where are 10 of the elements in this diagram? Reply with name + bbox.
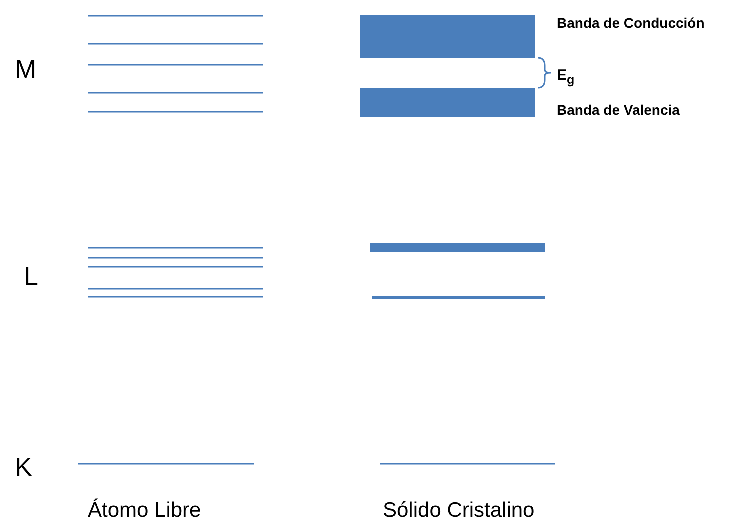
energy-band [360, 15, 535, 58]
column-label: Sólido Cristalino [383, 500, 535, 521]
band-label: Banda de Valencia [557, 103, 680, 117]
column-label: Átomo Libre [88, 500, 202, 521]
energy-shell-label: K [15, 454, 32, 480]
energy-shell-label: L [24, 263, 38, 289]
energy-shell-label: M [15, 56, 37, 82]
energy-band [360, 88, 535, 117]
band-label: Banda de Conducción [557, 16, 705, 30]
band-gap-label: E$_{g}$ [557, 68, 575, 86]
